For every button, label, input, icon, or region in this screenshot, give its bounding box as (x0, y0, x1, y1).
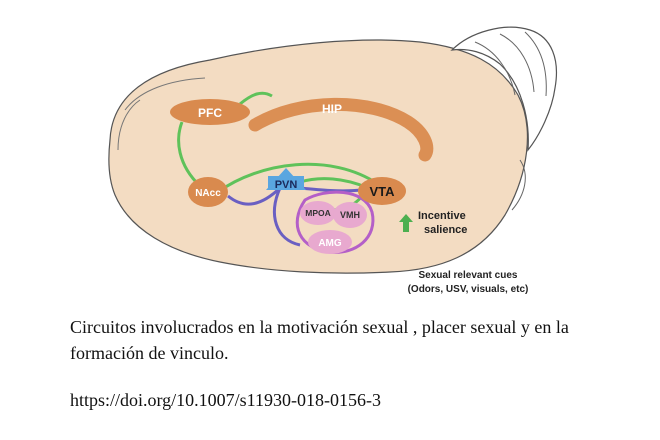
vmh-region (333, 202, 367, 228)
pfc-region (170, 99, 250, 125)
figure-caption: Circuitos involucrados en la motivación … (70, 317, 569, 363)
cues-label: Sexual relevant cues (419, 270, 518, 281)
magenta-loop (295, 190, 375, 254)
purple-pathways (227, 186, 363, 247)
vta-label: VTA (369, 184, 395, 199)
brain-illustration: PFC HIP NAcc PVN VTA MPOA VMH AMG Incent… (108, 26, 557, 295)
mpoa-region (300, 201, 336, 225)
amg-label: AMG (318, 238, 342, 249)
pfc-label: PFC (198, 106, 222, 120)
pvn-label: PVN (275, 179, 298, 191)
amg-region (308, 230, 352, 254)
cues-detail-label: (Odors, USV, visuals, etc) (408, 284, 529, 295)
brain-circuit-diagram: PFC HIP NAcc PVN VTA MPOA VMH AMG Incent… (108, 26, 557, 295)
salience-label: salience (424, 224, 467, 236)
vta-region (358, 177, 406, 205)
nacc-label: NAcc (195, 188, 221, 199)
incentive-label: Incentive (418, 210, 466, 222)
up-arrow-icon (399, 214, 413, 232)
vmh-label: VMH (340, 210, 360, 220)
pvn-block (268, 176, 304, 190)
cerebellum-fold-3 (524, 31, 547, 97)
brain-inner-sketch-2 (117, 99, 141, 151)
brain-inner-sketch (124, 77, 206, 111)
cerebellum-fold-2 (499, 33, 535, 93)
cerebellum (450, 26, 557, 152)
nacc-region (188, 177, 228, 207)
brain-outline (108, 39, 528, 274)
cerebellum-fold (474, 41, 516, 96)
brainstem (511, 159, 526, 211)
doi-link[interactable]: https://doi.org/10.1007/s11930-018-0156-… (70, 390, 382, 410)
hip-label: HIP (322, 102, 342, 116)
hip-region (248, 97, 434, 162)
mpoa-label: MPOA (305, 208, 331, 218)
